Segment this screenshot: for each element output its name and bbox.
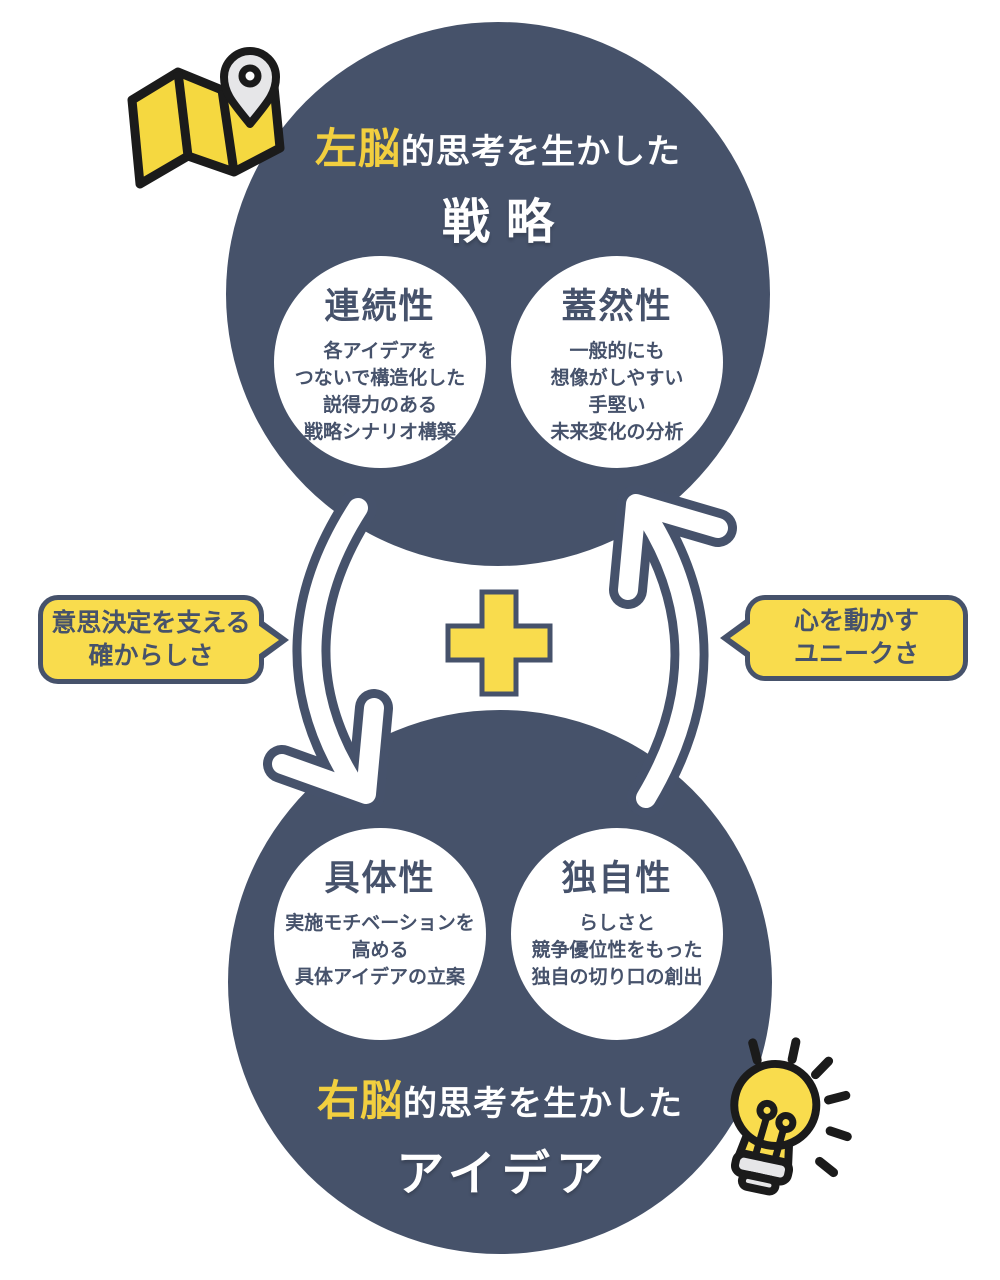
idea-title: 右脳的思考を生かした アイデア bbox=[228, 1076, 772, 1204]
map-icon bbox=[127, 47, 285, 189]
unique-bubble: 心を動かす ユニークさ bbox=[720, 595, 968, 681]
concreteness-line: 高める bbox=[351, 939, 409, 961]
uniqueness-circle: 独自性 らしさと 競争優位性をもった 独自の切り口の創出 bbox=[511, 828, 723, 1040]
probability-body: 一般的にも 想像がしやすい 手堅い 未来変化の分析 bbox=[550, 339, 683, 447]
continuity-heading: 連続性 bbox=[324, 287, 436, 326]
probability-line: 未来変化の分析 bbox=[550, 421, 684, 443]
continuity-circle: 連続性 各アイデアを つないで構造化した 説得力のある 戦略シナリオ構築 bbox=[274, 256, 486, 468]
lightbulb-filament bbox=[751, 1099, 797, 1164]
strategy-title: 左脳的思考を生かした 戦略 bbox=[226, 124, 770, 252]
idea-title-main: アイデア bbox=[396, 1148, 610, 1202]
probability-circle: 蓋然性 一般的にも 想像がしやすい 手堅い 未来変化の分析 bbox=[511, 256, 723, 468]
right-brain-highlight: 右脳 bbox=[316, 1077, 403, 1124]
uniqueness-body: らしさと 競争優位性をもった 独自の切り口の創出 bbox=[531, 911, 702, 992]
concreteness-line: 実施モチベーションを bbox=[285, 913, 475, 934]
left-brain-highlight: 左脳 bbox=[314, 125, 401, 172]
probability-line: 一般的にも bbox=[569, 341, 665, 362]
uniqueness-line: らしさと bbox=[578, 913, 655, 934]
probability-heading: 蓋然性 bbox=[561, 287, 673, 326]
location-pin-dot bbox=[238, 64, 262, 88]
concreteness-heading: 具体性 bbox=[324, 859, 436, 898]
continuity-body: 各アイデアを つないで構造化した 説得力のある 戦略シナリオ構築 bbox=[295, 339, 465, 447]
concreteness-body: 実施モチベーションを 高める 具体アイデアの立案 bbox=[285, 911, 475, 992]
strategy-title-main: 戦略 bbox=[441, 196, 570, 250]
concreteness-line: 具体アイデアの立案 bbox=[294, 966, 466, 988]
unique-bubble-line: ユニークさ bbox=[793, 640, 919, 668]
uniqueness-line: 競争優位性をもった bbox=[531, 939, 703, 961]
strategy-title-rest: 的思考を生かした bbox=[401, 133, 681, 171]
bubble-pointer bbox=[730, 623, 751, 653]
strategy-title-line1: 左脳的思考を生かした bbox=[226, 124, 770, 174]
map-fold-line bbox=[217, 89, 239, 173]
idea-title-line1: 右脳的思考を生かした bbox=[228, 1076, 772, 1126]
uniqueness-line: 独自の切り口の創出 bbox=[531, 966, 703, 988]
probability-line: 想像がしやすい bbox=[550, 367, 684, 389]
decision-bubble: 意思決定を支える 確からしさ bbox=[38, 595, 289, 684]
idea-title-rest: 的思考を生かした bbox=[403, 1085, 683, 1123]
lightbulb-base-tip bbox=[737, 1170, 780, 1196]
continuity-line: 説得力のある bbox=[322, 394, 437, 416]
concreteness-circle: 具体性 実施モチベーションを 高める 具体アイデアの立案 bbox=[274, 828, 486, 1040]
lightbulb-rays bbox=[748, 1037, 852, 1178]
continuity-line: 各アイデアを bbox=[323, 341, 437, 362]
plus-icon bbox=[445, 589, 553, 697]
probability-line: 手堅い bbox=[588, 394, 646, 416]
uniqueness-heading: 独自性 bbox=[561, 859, 673, 898]
decision-bubble-line: 意思決定を支える bbox=[51, 608, 251, 637]
decision-bubble-line: 確からしさ bbox=[88, 641, 214, 670]
map-fold-line bbox=[173, 71, 193, 157]
lightbulb-icon bbox=[730, 1037, 852, 1196]
continuity-line: つないで構造化した bbox=[294, 367, 466, 389]
bubble-pointer bbox=[258, 624, 279, 655]
unique-bubble-line: 心を動かす bbox=[793, 607, 919, 635]
continuity-line: 戦略シナリオ構築 bbox=[303, 421, 456, 443]
